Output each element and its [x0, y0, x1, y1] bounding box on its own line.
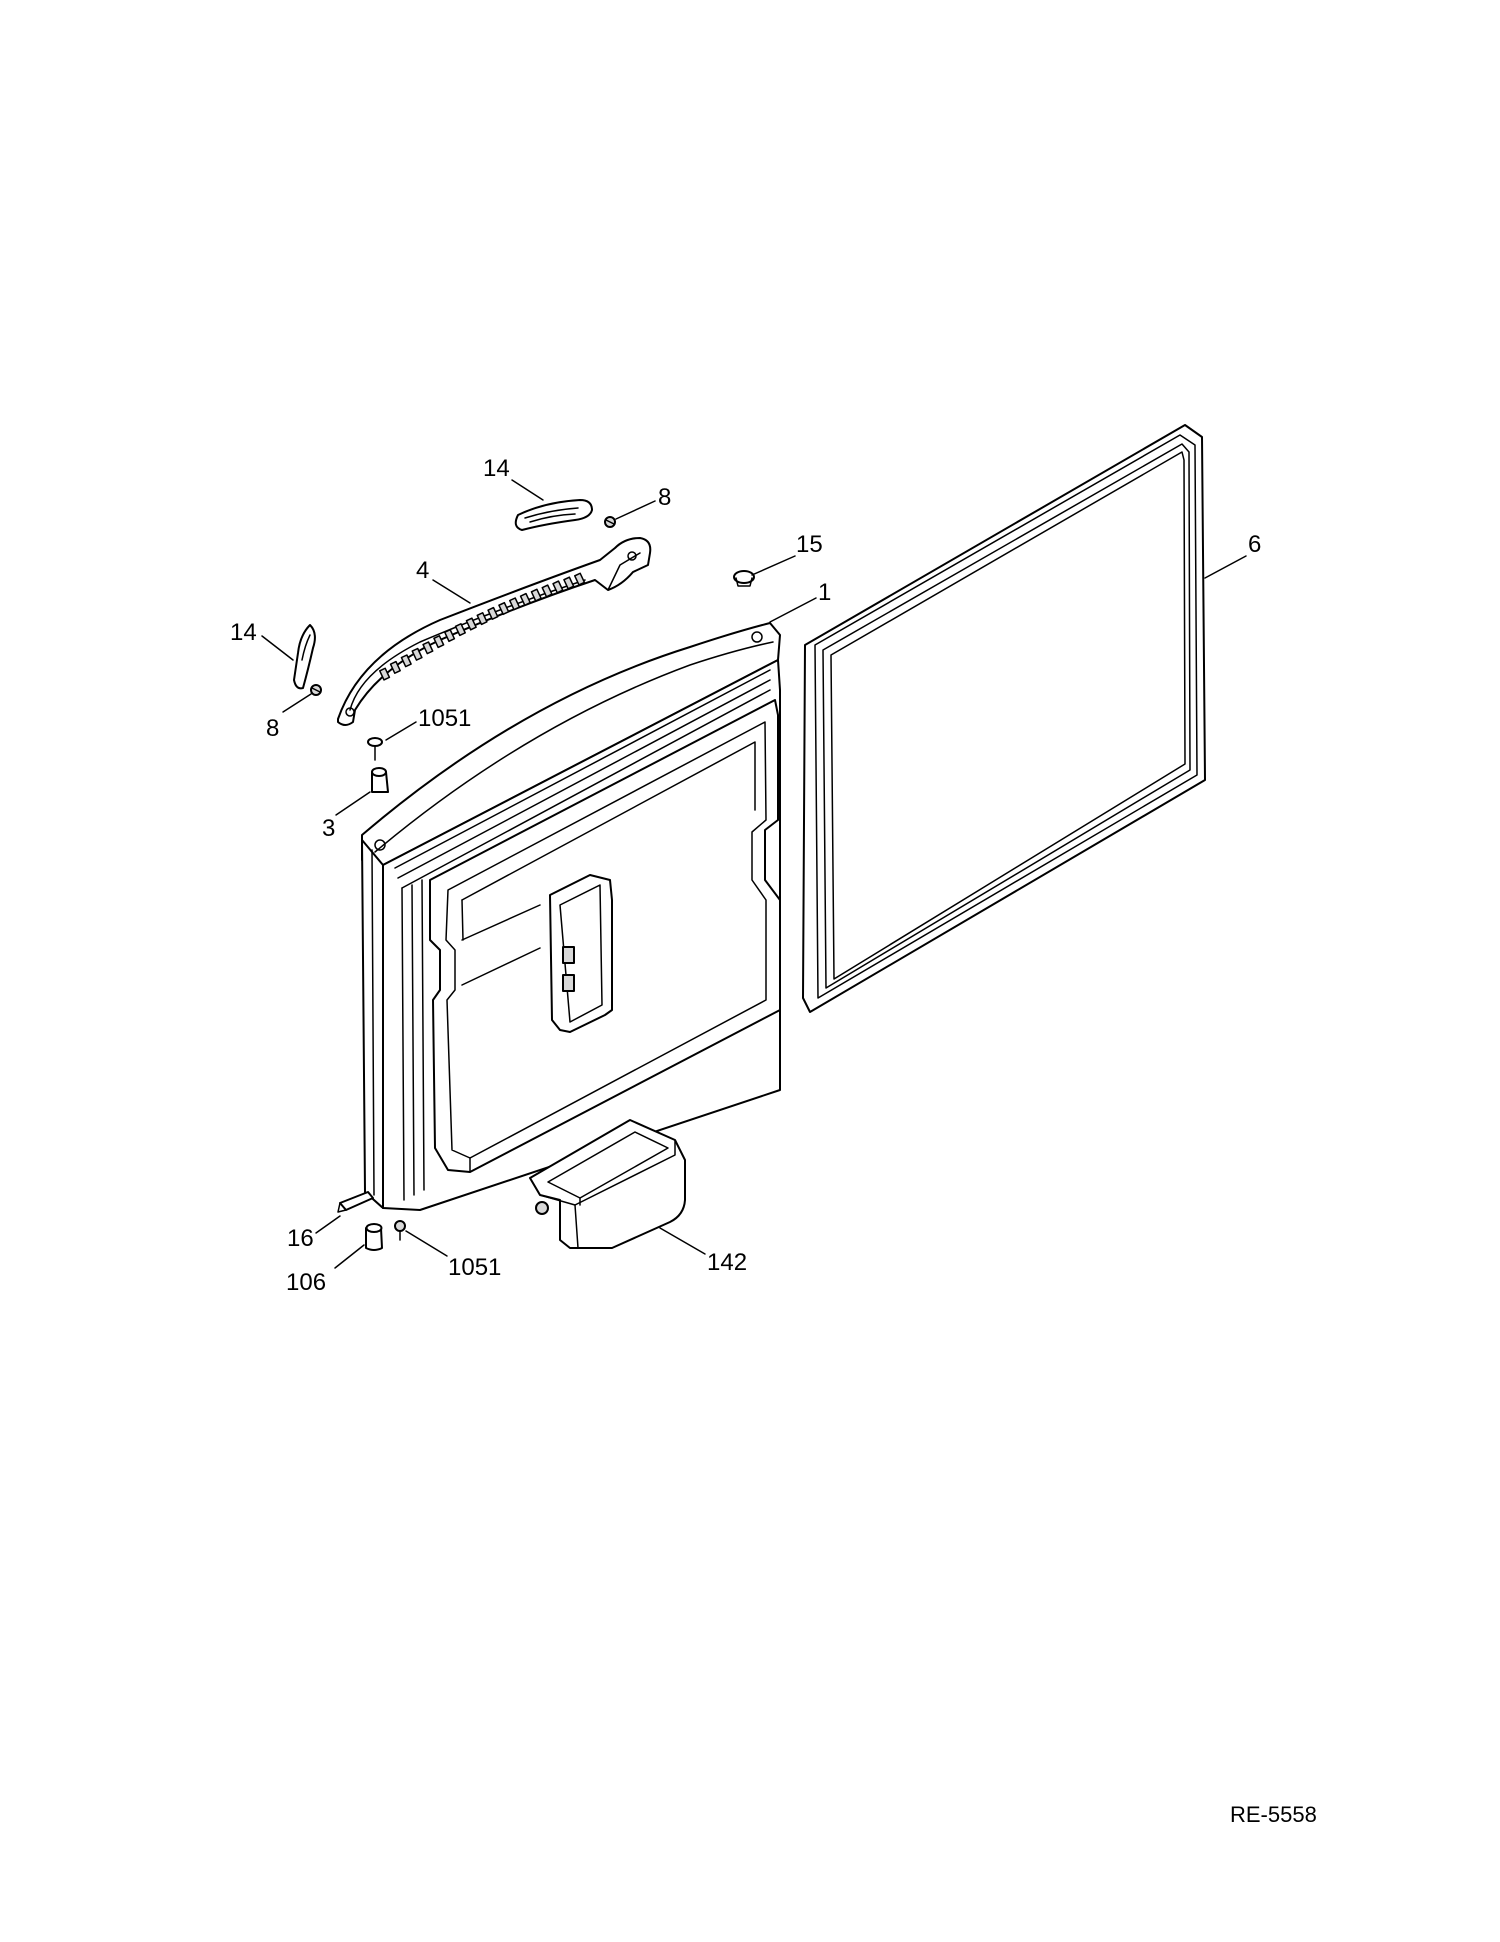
door-bin	[529, 1119, 686, 1249]
svg-text:1051: 1051	[448, 1254, 501, 1281]
handle-grip-slot	[573, 572, 586, 586]
handle-grip-slot	[476, 612, 488, 626]
callout-106: 106	[286, 1244, 365, 1296]
handle-grip-slot	[498, 601, 510, 616]
svg-text:16: 16	[287, 1225, 314, 1252]
handle-grip-slot	[530, 588, 542, 602]
handle	[337, 537, 652, 726]
callout-14-top: 14	[483, 455, 544, 501]
hinge-screw-upper	[367, 737, 383, 761]
handle-grip-slot	[465, 617, 477, 631]
handle-grip-slot	[433, 635, 445, 649]
callout-15: 15	[751, 531, 823, 576]
svg-text:1: 1	[818, 579, 831, 606]
handle-grip-slot	[389, 660, 401, 674]
bushing-upper	[371, 767, 389, 793]
handle-end-cap-left	[293, 624, 316, 690]
svg-text:8: 8	[266, 715, 279, 742]
door-gasket	[802, 424, 1206, 1013]
handle-grip-slot	[487, 606, 499, 620]
handle-grip-slot	[519, 592, 531, 606]
screw-left	[310, 684, 322, 696]
plug	[733, 570, 755, 587]
callout-1051-upper: 1051	[385, 705, 471, 741]
handle-grip-slot	[422, 641, 434, 655]
bushing-bottom	[365, 1223, 383, 1251]
callout-1: 1	[769, 579, 831, 623]
callout-4: 4	[416, 557, 471, 604]
callouts: 6 1 15 4 14 8 14 8	[230, 455, 1261, 1296]
handle-grip-slot	[400, 654, 412, 668]
callout-3: 3	[322, 791, 371, 842]
svg-text:142: 142	[707, 1249, 747, 1276]
callout-8-left: 8	[266, 693, 312, 742]
callout-1051-lower: 1051	[405, 1230, 501, 1281]
handle-grip-slot	[552, 580, 564, 594]
handle-grip-slot	[378, 667, 391, 681]
callout-6: 6	[1204, 531, 1261, 579]
svg-text:4: 4	[416, 557, 429, 584]
svg-text:8: 8	[658, 484, 671, 511]
callout-8-top: 8	[615, 484, 671, 520]
handle-grip-slot	[443, 628, 456, 643]
svg-text:3: 3	[322, 815, 335, 842]
drawing-code: RE-5558	[1230, 1802, 1317, 1827]
handle-grip-slot	[563, 576, 575, 590]
callout-142: 142	[659, 1227, 747, 1276]
callout-16: 16	[287, 1215, 341, 1252]
hinge-pin	[337, 1191, 374, 1213]
handle-grip-slot	[454, 623, 466, 637]
hinge-screw-lower	[394, 1220, 406, 1241]
door-assembly	[361, 622, 781, 1211]
svg-text:15: 15	[796, 531, 823, 558]
screw-top	[604, 516, 616, 528]
svg-text:14: 14	[483, 455, 510, 482]
handle-grip-slot	[411, 647, 423, 661]
svg-text:14: 14	[230, 619, 257, 646]
handle-grip-slot	[541, 584, 553, 598]
callout-14-left: 14	[230, 619, 294, 661]
handle-grip-slot	[508, 597, 521, 611]
handle-end-cap-top	[514, 499, 593, 531]
svg-text:106: 106	[286, 1269, 326, 1296]
svg-text:1051: 1051	[418, 705, 471, 732]
svg-text:6: 6	[1248, 531, 1261, 558]
